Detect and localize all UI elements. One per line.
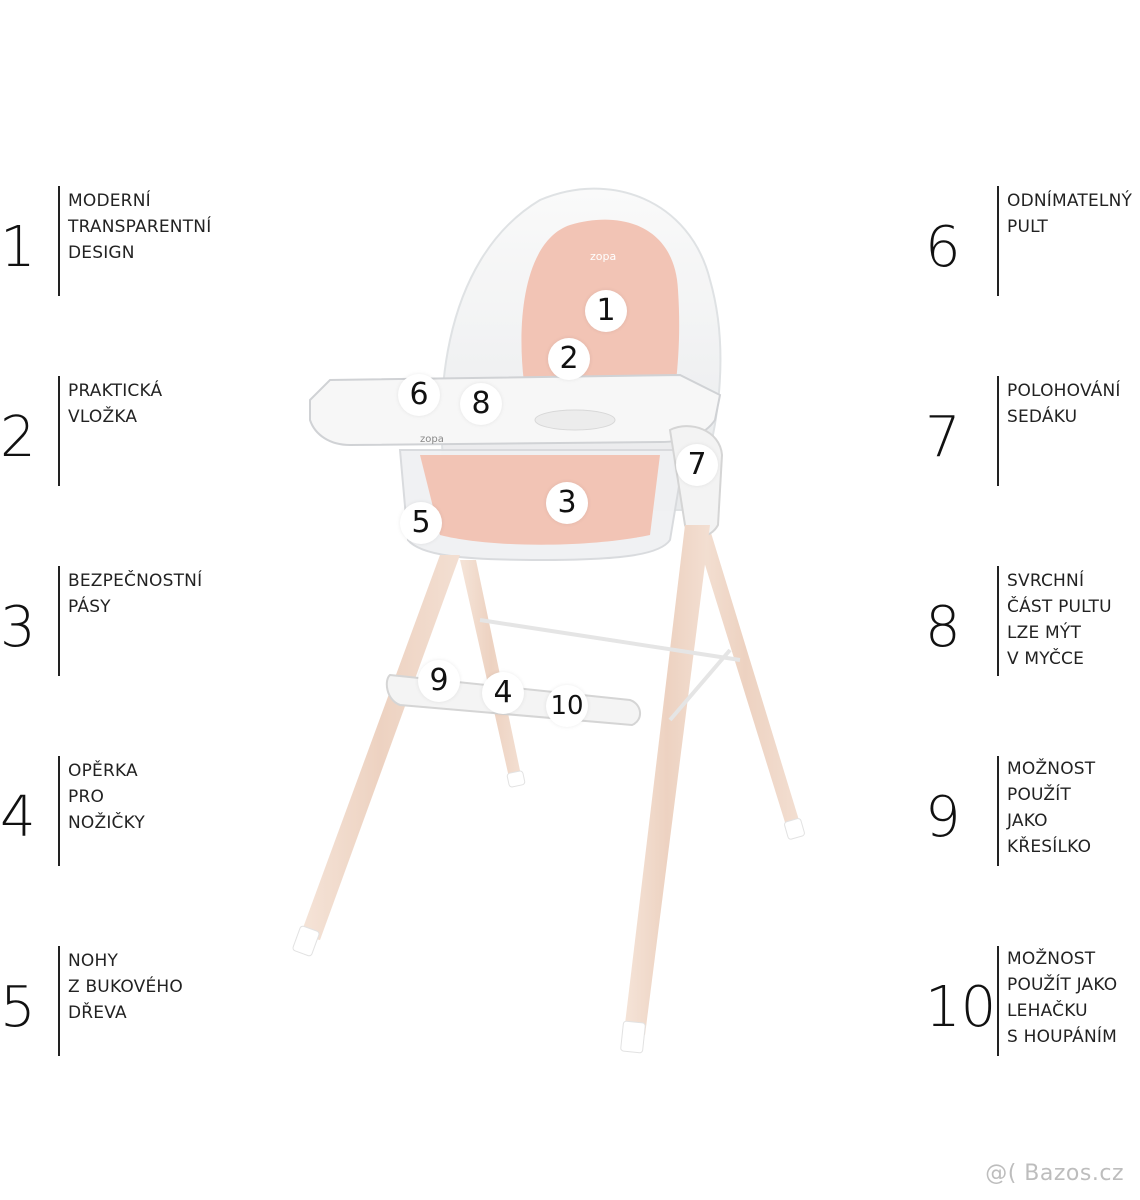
label-line: NOŽIČKY	[68, 813, 145, 833]
feature-7: 7 POLOHOVÁNÍ SEDÁKU	[925, 376, 1140, 486]
feature-number: 10	[925, 975, 997, 1040]
tray-brand-logo: zopa	[420, 434, 444, 445]
label-line: SEDÁKU	[1007, 407, 1078, 427]
divider	[58, 186, 60, 296]
tray	[309, 373, 722, 447]
label-line: PRAKTICKÁ	[68, 381, 163, 401]
feature-3: 3 BEZPEČNOSTNÍ PÁSY	[0, 566, 260, 676]
tray-cup-holder	[534, 409, 616, 431]
label-line: S HOUPÁNÍM	[1007, 1027, 1117, 1047]
label-line: POUŽÍT JAKO	[1007, 975, 1118, 995]
divider	[58, 756, 60, 866]
label-line: JAKO	[1007, 811, 1048, 831]
seat-pad	[420, 455, 660, 545]
label-line: LZE MÝT	[1007, 623, 1082, 643]
back-leg-left	[460, 560, 522, 782]
feature-number: 8	[925, 595, 961, 660]
feature-label: SVRCHNÍ ČÁST PULTU LZE MÝT V MYČCE	[1007, 568, 1112, 672]
divider	[58, 376, 60, 486]
label-line: POLOHOVÁNÍ	[1007, 381, 1121, 401]
label-line: SVRCHNÍ	[1007, 571, 1085, 591]
label-line: Z BUKOVÉHO	[68, 977, 183, 997]
feature-10: 10 MOŽNOST POUŽÍT JAKO LEHAČKU S HOUPÁNÍ…	[925, 946, 1140, 1056]
feature-number: 6	[925, 215, 961, 280]
label-line: OPĚRKA	[68, 761, 138, 781]
label-line: MODERNÍ	[68, 191, 151, 211]
feature-label: MODERNÍ TRANSPARENTNÍ DESIGN	[68, 188, 211, 266]
divider	[58, 946, 60, 1056]
label-line: PULT	[1007, 217, 1049, 237]
label-line: MOŽNOST	[1007, 949, 1096, 969]
feature-number: 9	[925, 785, 961, 850]
label-line: DŘEVA	[68, 1003, 127, 1023]
footrest-bar-back	[479, 618, 741, 662]
feature-number: 5	[0, 975, 36, 1040]
high-chair-illustration: zopa zopa 1 2 6 8 7 3 5 9 4 10	[290, 180, 850, 1100]
feature-label: MOŽNOST POUŽÍT JAKO KŘESÍLKO	[1007, 756, 1095, 860]
label-line: DESIGN	[68, 243, 135, 263]
footrest-bar-side	[668, 648, 732, 722]
label-line: BEZPEČNOSTNÍ	[68, 571, 203, 591]
marker-2: 2	[548, 338, 590, 380]
label-line: PÁSY	[68, 597, 111, 617]
marker-3: 3	[546, 482, 588, 524]
feature-9: 9 MOŽNOST POUŽÍT JAKO KŘESÍLKO	[925, 756, 1140, 866]
label-line: MOŽNOST	[1007, 759, 1096, 779]
front-leg-right-foot	[620, 1020, 646, 1054]
feature-label: ODNÍMATELNÝ PULT	[1007, 188, 1132, 240]
feature-8: 8 SVRCHNÍ ČÁST PULTU LZE MÝT V MYČCE	[925, 566, 1140, 676]
marker-7: 7	[676, 444, 718, 486]
feature-1: 1 MODERNÍ TRANSPARENTNÍ DESIGN	[0, 186, 260, 296]
front-leg-right	[624, 525, 710, 1035]
divider	[997, 186, 999, 296]
back-leg-right	[688, 510, 802, 832]
feature-4: 4 OPĚRKA PRO NOŽIČKY	[0, 756, 260, 866]
feature-number: 7	[925, 405, 961, 470]
marker-9: 9	[418, 660, 460, 702]
feature-6: 6 ODNÍMATELNÝ PULT	[925, 186, 1140, 296]
watermark: @( Bazos.cz	[985, 1161, 1124, 1186]
label-line: KŘESÍLKO	[1007, 837, 1092, 857]
divider	[997, 756, 999, 866]
feature-label: BEZPEČNOSTNÍ PÁSY	[68, 568, 202, 620]
label-line: PRO	[68, 787, 105, 807]
feature-label: NOHY Z BUKOVÉHO DŘEVA	[68, 948, 183, 1026]
feature-label: OPĚRKA PRO NOŽIČKY	[68, 758, 145, 836]
label-line: V MYČCE	[1007, 649, 1085, 669]
front-leg-left	[300, 555, 460, 940]
high-chair-drawing: zopa zopa	[292, 187, 805, 1054]
label-line: LEHAČKU	[1007, 1001, 1088, 1021]
divider	[997, 946, 999, 1056]
label-line: VLOŽKA	[68, 407, 138, 427]
label-line: POUŽÍT	[1007, 785, 1072, 805]
feature-label: PRAKTICKÁ VLOŽKA	[68, 378, 162, 430]
feature-number: 3	[0, 595, 36, 660]
back-leg-left-foot	[506, 770, 526, 788]
marker-1: 1	[585, 290, 627, 332]
feature-number: 4	[0, 785, 36, 850]
marker-6: 6	[398, 374, 440, 416]
marker-8: 8	[460, 383, 502, 425]
label-line: NOHY	[68, 951, 119, 971]
brand-logo: zopa	[590, 250, 616, 263]
feature-5: 5 NOHY Z BUKOVÉHO DŘEVA	[0, 946, 260, 1056]
feature-label: MOŽNOST POUŽÍT JAKO LEHAČKU S HOUPÁNÍM	[1007, 946, 1117, 1050]
label-line: ODNÍMATELNÝ	[1007, 191, 1133, 211]
marker-5: 5	[400, 502, 442, 544]
feature-label: POLOHOVÁNÍ SEDÁKU	[1007, 378, 1121, 430]
divider	[58, 566, 60, 676]
feature-2: 2 PRAKTICKÁ VLOŽKA	[0, 376, 260, 486]
divider	[997, 566, 999, 676]
back-leg-right-foot	[784, 818, 805, 840]
divider	[997, 376, 999, 486]
marker-10: 10	[546, 685, 588, 727]
marker-4: 4	[482, 672, 524, 714]
feature-number: 1	[0, 215, 36, 280]
label-line: ČÁST PULTU	[1007, 597, 1112, 617]
feature-number: 2	[0, 405, 36, 470]
label-line: TRANSPARENTNÍ	[68, 217, 212, 237]
front-leg-left-foot	[292, 925, 320, 957]
